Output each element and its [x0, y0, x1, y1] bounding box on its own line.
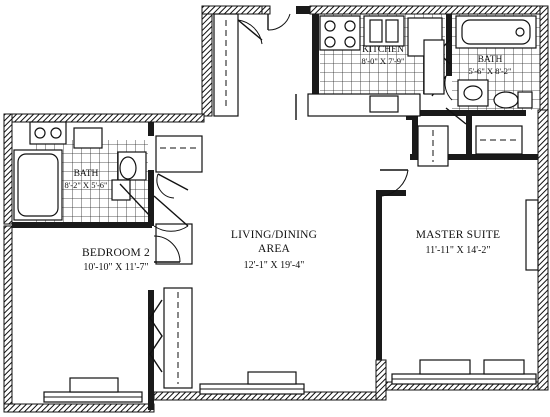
- windows: [43, 199, 539, 403]
- top-bath-fixtures: [455, 15, 537, 109]
- top-bath-name: BATH: [478, 55, 503, 65]
- bedroom2-name: BEDROOM 2: [82, 247, 150, 259]
- bedroom2-dimensions: 10'-10" X 11'-7": [83, 262, 148, 273]
- master-suite-name: MASTER SUITE: [416, 229, 501, 241]
- top-bath-dimensions: 5'-6" X 8'-2": [468, 66, 511, 76]
- kitchen-name: KITCHEN: [362, 45, 404, 55]
- doors: [149, 13, 467, 373]
- living-dimensions: 12'-1" X 19'-4": [244, 260, 305, 271]
- kitchen-dimensions: 8'-0" X 7'-9": [361, 56, 404, 66]
- living-name-line1: LIVING/DINING: [231, 229, 317, 241]
- left-bath-name: BATH: [74, 169, 99, 179]
- kitchen-fixtures: [307, 15, 445, 117]
- living-name-line2: AREA: [258, 243, 291, 255]
- master-suite-dimensions: 11'-11" X 14'-2": [426, 245, 491, 256]
- room-labels: KITCHEN 8'-0" X 7'-9" BATH 5'-6" X 8'-2"…: [64, 45, 511, 273]
- left-bath-fixtures: [13, 121, 151, 221]
- left-bath-dimensions: 8'-2" X 5'-6": [64, 180, 107, 190]
